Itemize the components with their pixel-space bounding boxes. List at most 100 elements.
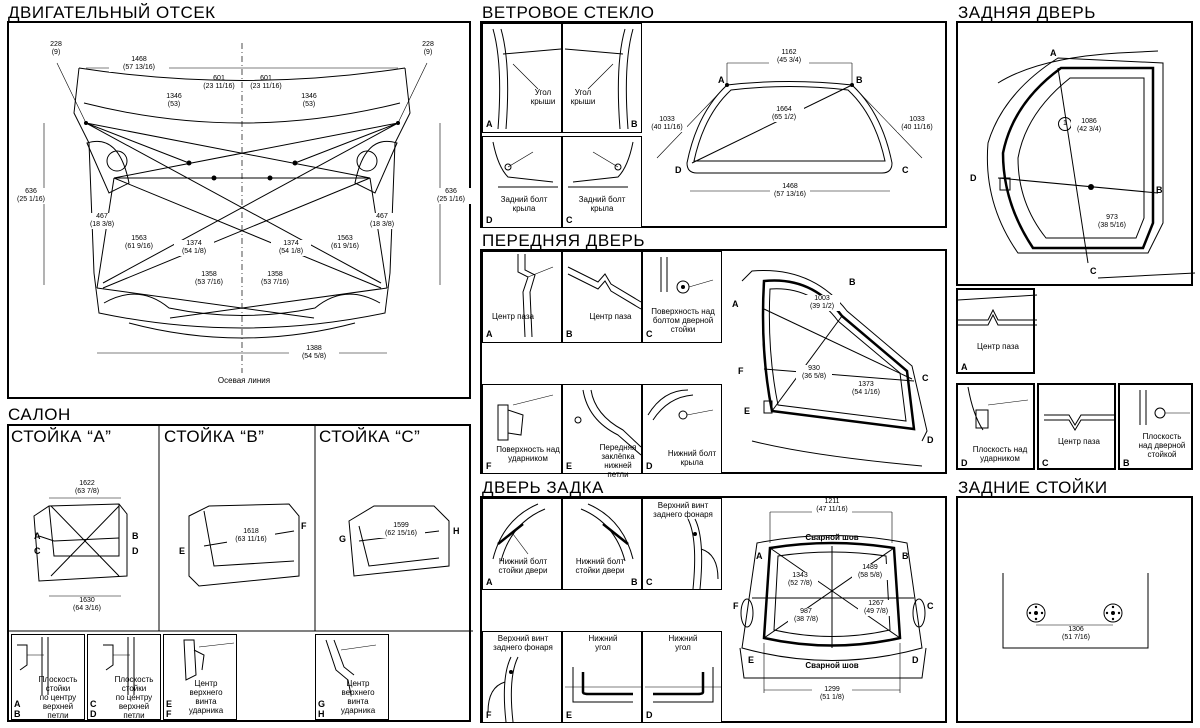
pillar-a-title: СТОЙКА “А” (11, 427, 112, 446)
fd-point-d: D (927, 435, 934, 445)
tg-point-b: B (902, 551, 909, 561)
tg-point-f: F (733, 601, 739, 611)
engine-title: ДВИГАТЕЛЬНЫЙ ОТСЕК (8, 3, 216, 22)
salon-c-point-h: H (453, 526, 460, 536)
dim-1388: 1388 (54 5/8) (289, 345, 339, 361)
rear-door-title: ЗАДНЯЯ ДВЕРЬ (958, 3, 1096, 22)
dim-1468: 1468 (57 13/16) (109, 56, 169, 72)
rd-dim-973: 973 (38 5/16) (1094, 214, 1130, 230)
rear-door-detail-a: Центр паза A (956, 288, 1038, 374)
rd-dim-1086: 1086 (42 3/4) (1071, 118, 1107, 134)
dim-1563-right: 1563 (61 9/16) (325, 235, 365, 251)
rear-door-detail-c: Центр паза C (1037, 383, 1116, 470)
dim-636-left: 636 (25 1/16) (11, 188, 51, 204)
windshield-drawing (656, 62, 923, 192)
windshield-panel: Угол крыши A Угол крыши B Задний болт кр… (480, 21, 947, 228)
salon-panel: СТОЙКА “А” СТОЙКА “В” СТОЙКА “С” 1622 (6… (7, 424, 473, 722)
salon-a-point-c: C (34, 546, 41, 556)
tg-dim-1267: 1267 (49 7/8) (858, 600, 894, 616)
salon-detail-cd: Плоскость стойки по центру верхней петли… (87, 634, 161, 720)
rear-door-detail-d: Плоскость над ударником D (956, 383, 1035, 470)
fd-point-b: B (849, 277, 856, 287)
dim-228-right: 228 (9) (422, 41, 434, 56)
windshield-detail-c: Задний болт крыла C (562, 136, 642, 228)
rear-door-panel: A B C D 1 1086 (42 3/4) 973 (38 5/16) (956, 21, 1196, 286)
ws-point-c: C (902, 165, 909, 175)
windshield-title: ВЕТРОВОЕ СТЕКЛО (482, 3, 655, 22)
rd-point-b: B (1156, 185, 1163, 195)
salon-a-point-b: B (132, 531, 139, 541)
dim-467-left: 467 (18 3/8) (84, 213, 120, 229)
fd-point-c: C (922, 373, 929, 383)
tg-point-a: A (756, 551, 763, 561)
salon-b-point-e: E (179, 546, 186, 556)
tg-weld-bottom: Сварной шов (805, 661, 859, 670)
tg-detail-f: Верхний винт заднего фонаря F (482, 631, 562, 723)
tg-point-d: D (912, 655, 919, 665)
rd-point-a: A (1050, 48, 1057, 58)
pillar-c-title: СТОЙКА “С” (319, 427, 421, 446)
dim-1346-left: 1346 (53) (166, 93, 182, 108)
front-door-drawing (741, 270, 928, 467)
fd-detail-f: Поверхность над ударником F (482, 384, 562, 474)
windshield-detail-b: Угол крыши B (562, 23, 642, 133)
ws-point-d: D (675, 165, 682, 175)
fd-point-a: A (732, 299, 739, 309)
salon-title: САЛОН (8, 405, 71, 424)
ws-dim-1664: 1664 (65 1/2) (764, 106, 804, 122)
tg-detail-a: Нижний болт стойки двери A (482, 498, 562, 590)
dim-636-right: 636 (25 1/16) (431, 188, 471, 204)
rd-point-c: C (1090, 266, 1097, 276)
salon-a-dim-1630: 1630 (64 3/16) (67, 597, 107, 613)
salon-a-point-d: D (132, 546, 139, 556)
fd-dim-930: 930 (36 5/8) (796, 365, 832, 381)
salon-b-dim-1618: 1618 (63 11/16) (227, 528, 275, 544)
dim-1358-right: 1358 (53 7/16) (255, 271, 295, 287)
center-axis-label: Осевая линия (217, 376, 271, 385)
rd-circle-1: 1 (1058, 117, 1072, 131)
dim-601-right: 601 (23 11/16) (250, 75, 282, 90)
tailgate-panel: Нижний болт стойки двери A Нижний болт с… (480, 496, 947, 723)
fd-detail-c: Поверхность над болтом дверной стойки C (642, 251, 722, 343)
tg-point-c: C (927, 601, 934, 611)
engine-drawing (43, 43, 441, 373)
salon-a-point-a: A (34, 531, 41, 541)
tg-detail-d: Нижний угол D (642, 631, 722, 723)
dim-1346-right: 1346 (53) (301, 93, 317, 108)
fd-detail-a: Центр паза A (482, 251, 562, 343)
fd-point-f: F (738, 366, 744, 376)
tg-dim-1343: 1343 (52 7/8) (782, 572, 818, 588)
dim-467-right: 467 (18 3/8) (364, 213, 400, 229)
salon-a-dim-1622: 1622 (63 7/8) (67, 480, 107, 496)
pillar-b-title: СТОЙКА “В” (164, 427, 265, 446)
dim-1374-left: 1374 (54 1/8) (174, 240, 214, 256)
rp-dim-1306: 1306 (51 7/16) (1056, 626, 1096, 642)
ws-dim-1033-left: 1033 (40 11/16) (647, 116, 687, 132)
rd-point-d: D (970, 173, 977, 183)
dim-1358-left: 1358 (53 7/16) (189, 271, 229, 287)
salon-c-dim-1599: 1599 (62 15/16) (377, 522, 425, 538)
salon-b-point-f: F (301, 521, 307, 531)
salon-c-point-g: G (339, 534, 347, 544)
ws-dim-1468: 1468 (57 13/16) (770, 183, 810, 199)
ws-point-b: B (856, 75, 863, 85)
front-door-panel: Центр паза A Центр паза B Поверхность на… (480, 249, 947, 479)
tg-detail-e: Нижний угол E (562, 631, 642, 723)
windshield-detail-d: Задний болт крыла D (482, 136, 562, 228)
tg-dim-987: 987 (38 7/8) (788, 608, 824, 624)
salon-detail-ef: Центр верхнего винта ударника E F (163, 634, 237, 720)
front-door-title: ПЕРЕДНЯЯ ДВЕРЬ (482, 231, 645, 250)
tg-point-e: E (748, 655, 755, 665)
fd-dim-1003: 1003 (39 1/2) (804, 295, 840, 311)
tg-weld-top: Сварной шов (805, 533, 859, 542)
ws-dim-1033-right: 1033 (40 11/16) (897, 116, 937, 132)
rear-door-drawing (986, 50, 1196, 279)
windshield-detail-a: Угол крыши A (482, 23, 562, 133)
fd-detail-b: Центр паза B (562, 251, 642, 343)
fd-detail-d: Нижний болт крыла D (642, 384, 722, 474)
salon-drawing (9, 426, 473, 632)
ws-dim-1162: 1162 (45 3/4) (769, 49, 809, 65)
tg-detail-c: Верхний винт заднего фонаря C (642, 498, 722, 590)
fd-detail-e: Передняя заклёпка нижней петли E (562, 384, 642, 479)
rear-pillars-drawing (1002, 573, 1149, 649)
